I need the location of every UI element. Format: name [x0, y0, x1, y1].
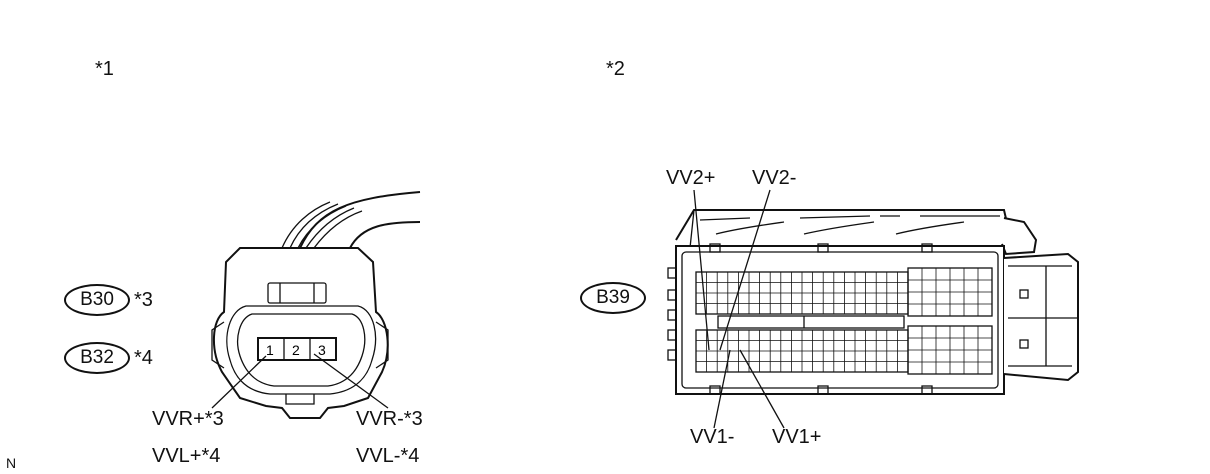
connector-code-b32: B32: [64, 342, 130, 374]
pin-3-label: 3: [318, 342, 326, 358]
terminal-vvr-minus: VVR-*3: [356, 408, 423, 430]
terminal-vv1-plus: VV1+: [772, 426, 822, 448]
pin-2-label: 2: [292, 342, 300, 358]
connector-code-b32-note: *4: [134, 347, 153, 369]
terminal-vv2-minus: VV2-: [752, 167, 797, 189]
connector-code-b30: B30: [64, 284, 130, 316]
terminal-vv1-minus: VV1-: [690, 426, 735, 448]
right-connector-drawing: [667, 189, 1079, 429]
pin-grid-lines: [696, 268, 992, 374]
left-connector-drawing: [211, 191, 421, 419]
figure-label-right: *2: [606, 58, 625, 80]
corner-mark: N: [6, 455, 17, 471]
figure-label-left: *1: [95, 58, 114, 80]
pin-1-label: 1: [266, 342, 274, 358]
connector-code-b39: B39: [580, 282, 646, 314]
terminal-vvr-plus: VVR+*3: [152, 408, 224, 430]
terminal-vv2-plus: VV2+: [666, 167, 716, 189]
terminal-vvl-plus: VVL+*4: [152, 445, 221, 467]
terminal-vvl-minus: VVL-*4: [356, 445, 420, 467]
connector-code-b30-note: *3: [134, 289, 153, 311]
